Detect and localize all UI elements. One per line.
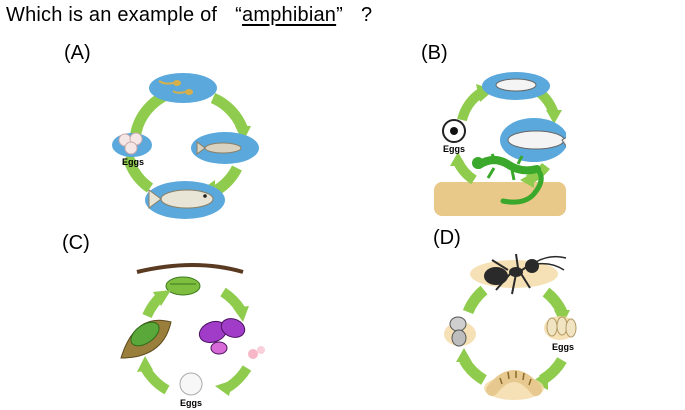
cycle-arrow	[213, 165, 242, 195]
close-quote: ”	[336, 4, 344, 26]
arrow-head	[233, 306, 249, 322]
option-b-label[interactable]: (B)	[421, 42, 448, 64]
cycle-arrow	[462, 285, 488, 315]
question-text: Which is an example of “amphibian”?	[6, 4, 372, 27]
option-b-life-cycle-diagram[interactable]: Eggs	[434, 70, 566, 216]
eggs-label: Eggs	[180, 398, 202, 408]
arrow-head	[456, 348, 472, 362]
eggs-label: Eggs	[122, 157, 144, 167]
cycle-arrow	[542, 287, 567, 315]
larva-icon	[484, 370, 544, 400]
cycle-arrow	[124, 160, 154, 193]
eggs-icon: Eggs	[112, 132, 152, 167]
option-d-life-cycle-diagram[interactable]: Eggs	[438, 250, 588, 406]
butterfly-icon	[198, 318, 265, 359]
question-mark: ?	[361, 4, 373, 26]
arrow-head	[215, 380, 233, 396]
small-fish-icon	[482, 72, 550, 100]
caterpillar-icon	[120, 319, 172, 359]
option-a-label[interactable]: (A)	[64, 42, 91, 64]
question-prefix: Which is an example of	[6, 4, 218, 26]
cycle-arrow	[140, 365, 170, 395]
arrow-head	[235, 126, 251, 142]
open-quote: “	[235, 4, 243, 26]
tadpole-icon	[149, 73, 217, 103]
arrow-head	[137, 356, 153, 372]
eggs-label: Eggs	[552, 342, 574, 352]
large-fish-icon	[500, 118, 566, 162]
cycle-arrow	[220, 287, 246, 313]
arrow-head	[532, 370, 548, 390]
pupa-icon	[444, 316, 476, 347]
option-a-life-cycle-diagram[interactable]: Eggs	[105, 68, 275, 223]
arrow-head	[546, 110, 562, 124]
arrow-head	[450, 152, 466, 166]
question-term: amphibian	[242, 4, 337, 26]
arrow-head	[520, 172, 534, 188]
cycle-arrow	[210, 92, 249, 133]
option-c-label[interactable]: (C)	[62, 232, 90, 254]
arrow-head	[122, 150, 138, 164]
eggs-label: Eggs	[443, 144, 465, 154]
sand-ground	[434, 182, 566, 216]
cocoon-icon	[136, 263, 244, 296]
option-c-life-cycle-diagram[interactable]: Eggs	[115, 262, 275, 410]
egg-icon: Eggs	[442, 119, 466, 154]
ant-icon	[470, 253, 567, 295]
adult-fish-icon	[145, 181, 225, 219]
option-d-label[interactable]: (D)	[433, 227, 461, 249]
lizard-icon	[472, 153, 544, 205]
eggs-icon: Eggs	[544, 316, 577, 352]
arrow-head	[153, 290, 171, 306]
young-fish-icon	[191, 132, 259, 164]
cycle-arrow	[459, 357, 487, 385]
egg-icon: Eggs	[179, 372, 203, 408]
